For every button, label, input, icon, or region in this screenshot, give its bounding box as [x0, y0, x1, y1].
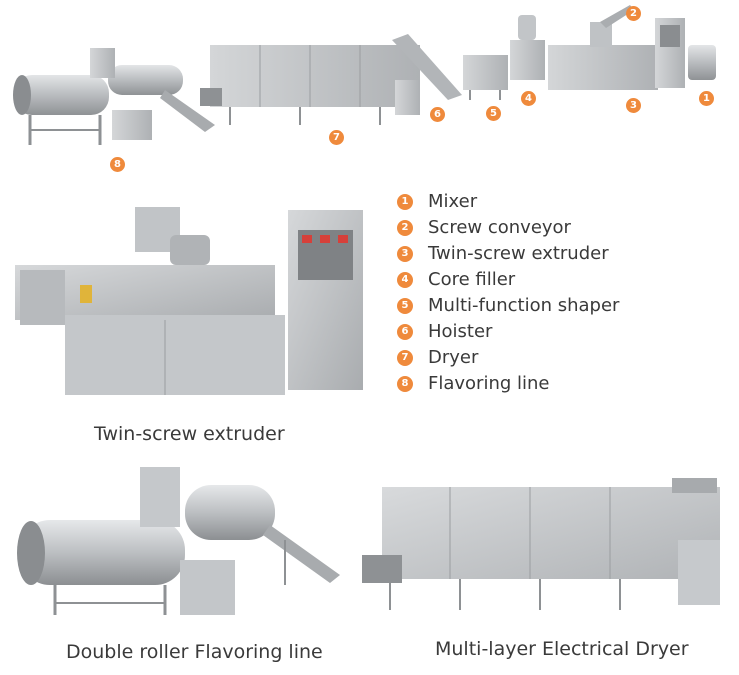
legend-number: 1 [397, 194, 413, 210]
extruder-image [10, 205, 370, 405]
legend-label: Screw conveyor [428, 217, 571, 238]
legend-label: Dryer [428, 347, 479, 368]
marker-8: 8 [110, 157, 125, 172]
marker-5: 5 [486, 106, 501, 121]
legend-number: 3 [397, 246, 413, 262]
legend-label: Core filler [428, 269, 516, 290]
extruder-caption: Twin-screw extruder [94, 423, 285, 445]
marker-2: 2 [626, 6, 641, 21]
legend-number: 8 [397, 376, 413, 392]
marker-3: 3 [626, 98, 641, 113]
legend-label: Hoister [428, 321, 493, 342]
dryer-image [360, 475, 730, 625]
legend-number: 4 [397, 272, 413, 288]
flavoring-caption: Double roller Flavoring line [66, 641, 323, 663]
legend-label: Twin-screw extruder [428, 243, 609, 264]
legend-label: Flavoring line [428, 373, 550, 394]
legend-label: Mixer [428, 191, 478, 212]
legend-number: 6 [397, 324, 413, 340]
legend-number: 2 [397, 220, 413, 236]
marker-4: 4 [521, 91, 536, 106]
dryer-caption: Multi-layer Electrical Dryer [435, 638, 689, 660]
marker-1: 1 [699, 91, 714, 106]
legend-number: 5 [397, 298, 413, 314]
flavoring-line-image [15, 465, 350, 625]
production-line-image: 1 2 3 4 5 6 7 8 [0, 0, 739, 180]
legend-number: 7 [397, 350, 413, 366]
marker-7: 7 [329, 130, 344, 145]
marker-6: 6 [430, 107, 445, 122]
legend-label: Multi-function shaper [428, 295, 620, 316]
